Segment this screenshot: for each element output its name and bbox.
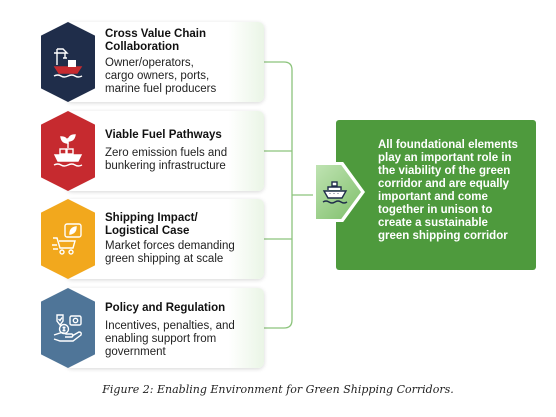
hex-collaboration xyxy=(41,22,95,102)
title-line: Shipping Impact/ xyxy=(105,212,198,224)
summary-line: corridor and are equally xyxy=(378,178,510,190)
green-cart-icon xyxy=(52,223,82,255)
card-policy xyxy=(66,288,264,368)
summary-line: create a sustainable xyxy=(378,217,488,229)
summary-text: All foundational elements play an import… xyxy=(378,139,523,243)
card-description: Market forces demanding green shipping a… xyxy=(105,240,265,266)
card-collaboration xyxy=(66,22,264,102)
title-line: Collaboration xyxy=(105,41,180,53)
desc-line: green shipping at scale xyxy=(105,253,224,265)
hex-fuel-pathways xyxy=(41,111,95,191)
desc-line: Incentives, penalties, and xyxy=(105,320,235,332)
title-line: Viable Fuel Pathways xyxy=(105,129,222,141)
desc-line: government xyxy=(105,346,166,358)
hex-policy xyxy=(41,288,95,368)
summary-line: green shipping corridor xyxy=(378,230,508,242)
summary-box xyxy=(336,120,536,270)
hex-shipping-impact xyxy=(41,199,95,279)
leaf-ship-icon xyxy=(53,134,83,167)
desc-line: Owner/operators, xyxy=(105,57,194,69)
desc-line: bunkering infrastructure xyxy=(105,160,226,172)
summary-line: All foundational elements xyxy=(378,139,518,151)
desc-line: enabling support from xyxy=(105,333,217,345)
card-shipping-impact xyxy=(66,199,264,279)
card-title: Cross Value Chain Collaboration xyxy=(105,28,265,54)
desc-line: marine fuel producers xyxy=(105,83,217,95)
card-title: Viable Fuel Pathways xyxy=(105,129,265,142)
port-crane-ship-icon xyxy=(53,48,83,78)
desc-line: Zero emission fuels and xyxy=(105,147,228,159)
figure-caption: Figure 2: Enabling Environment for Green… xyxy=(102,383,454,396)
ship-icon xyxy=(322,181,348,204)
title-line: Policy and Regulation xyxy=(105,302,226,314)
hand-money-icon xyxy=(53,314,82,342)
card-title: Policy and Regulation xyxy=(105,302,265,315)
summary-line: important and come xyxy=(378,191,488,203)
summary-line: play an important role in xyxy=(378,152,512,164)
desc-line: Market forces demanding xyxy=(105,240,235,252)
card-title: Shipping Impact/ Logistical Case xyxy=(105,212,265,238)
card-description: Incentives, penalties, and enabling supp… xyxy=(105,320,265,359)
desc-line: cargo owners, ports, xyxy=(105,70,210,82)
summary-line: together in unison to xyxy=(378,204,493,216)
title-line: Cross Value Chain xyxy=(105,28,206,40)
summary-line: the viability of the green xyxy=(378,165,511,177)
card-description: Zero emission fuels and bunkering infras… xyxy=(105,147,265,173)
title-line: Logistical Case xyxy=(105,225,190,237)
card-description: Owner/operators, cargo owners, ports, ma… xyxy=(105,57,265,96)
card-fuel-pathways xyxy=(66,111,264,191)
